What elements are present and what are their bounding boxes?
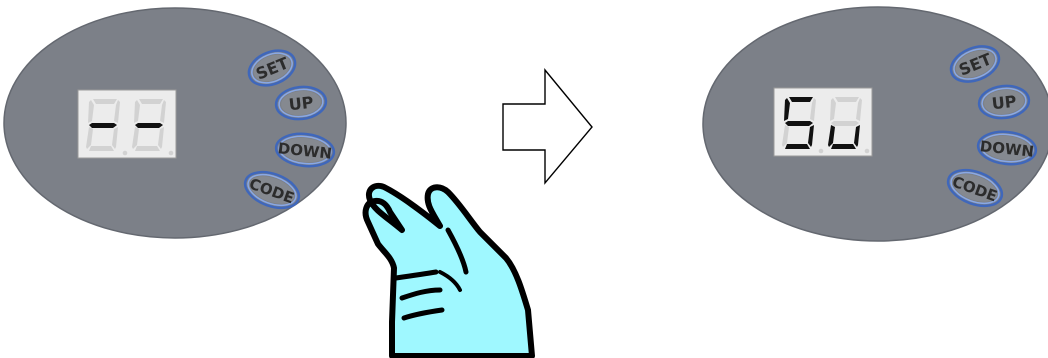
right-arrow-icon: [500, 68, 596, 186]
control-panel-after-graphic: SET UP DOWN CODE: [690, 0, 1048, 250]
segment-d-on: [785, 144, 810, 149]
segment-d-on: [831, 144, 856, 149]
segment-a-off: [835, 97, 859, 102]
decimal-point-1: [123, 151, 128, 156]
segment-d-off: [89, 146, 114, 151]
control-panel-after: SET UP DOWN CODE: [690, 0, 1048, 250]
segment-a-on: [789, 97, 813, 102]
decimal-point-1: [819, 149, 824, 154]
decimal-point-2: [169, 151, 174, 156]
control-panel-before: SET UP DOWN CODE: [0, 0, 360, 240]
segment-g-off: [831, 121, 859, 126]
decimal-point-2: [865, 149, 870, 154]
segment-g-on: [89, 123, 117, 128]
segment-g-on: [135, 123, 163, 128]
control-panel-before-graphic: SET UP DOWN CODE: [0, 0, 360, 240]
transition-arrow: [500, 68, 596, 186]
segment-d-off: [135, 146, 160, 151]
up-button-label: UP: [288, 93, 315, 115]
up-button-label: UP: [991, 92, 1018, 114]
segment-a-off: [139, 99, 163, 104]
pointing-hand-icon: [356, 178, 568, 356]
segment-a-off: [93, 99, 117, 104]
segment-g-on: [785, 121, 813, 126]
panel-body: [703, 7, 1048, 241]
pointing-hand: [356, 178, 568, 356]
